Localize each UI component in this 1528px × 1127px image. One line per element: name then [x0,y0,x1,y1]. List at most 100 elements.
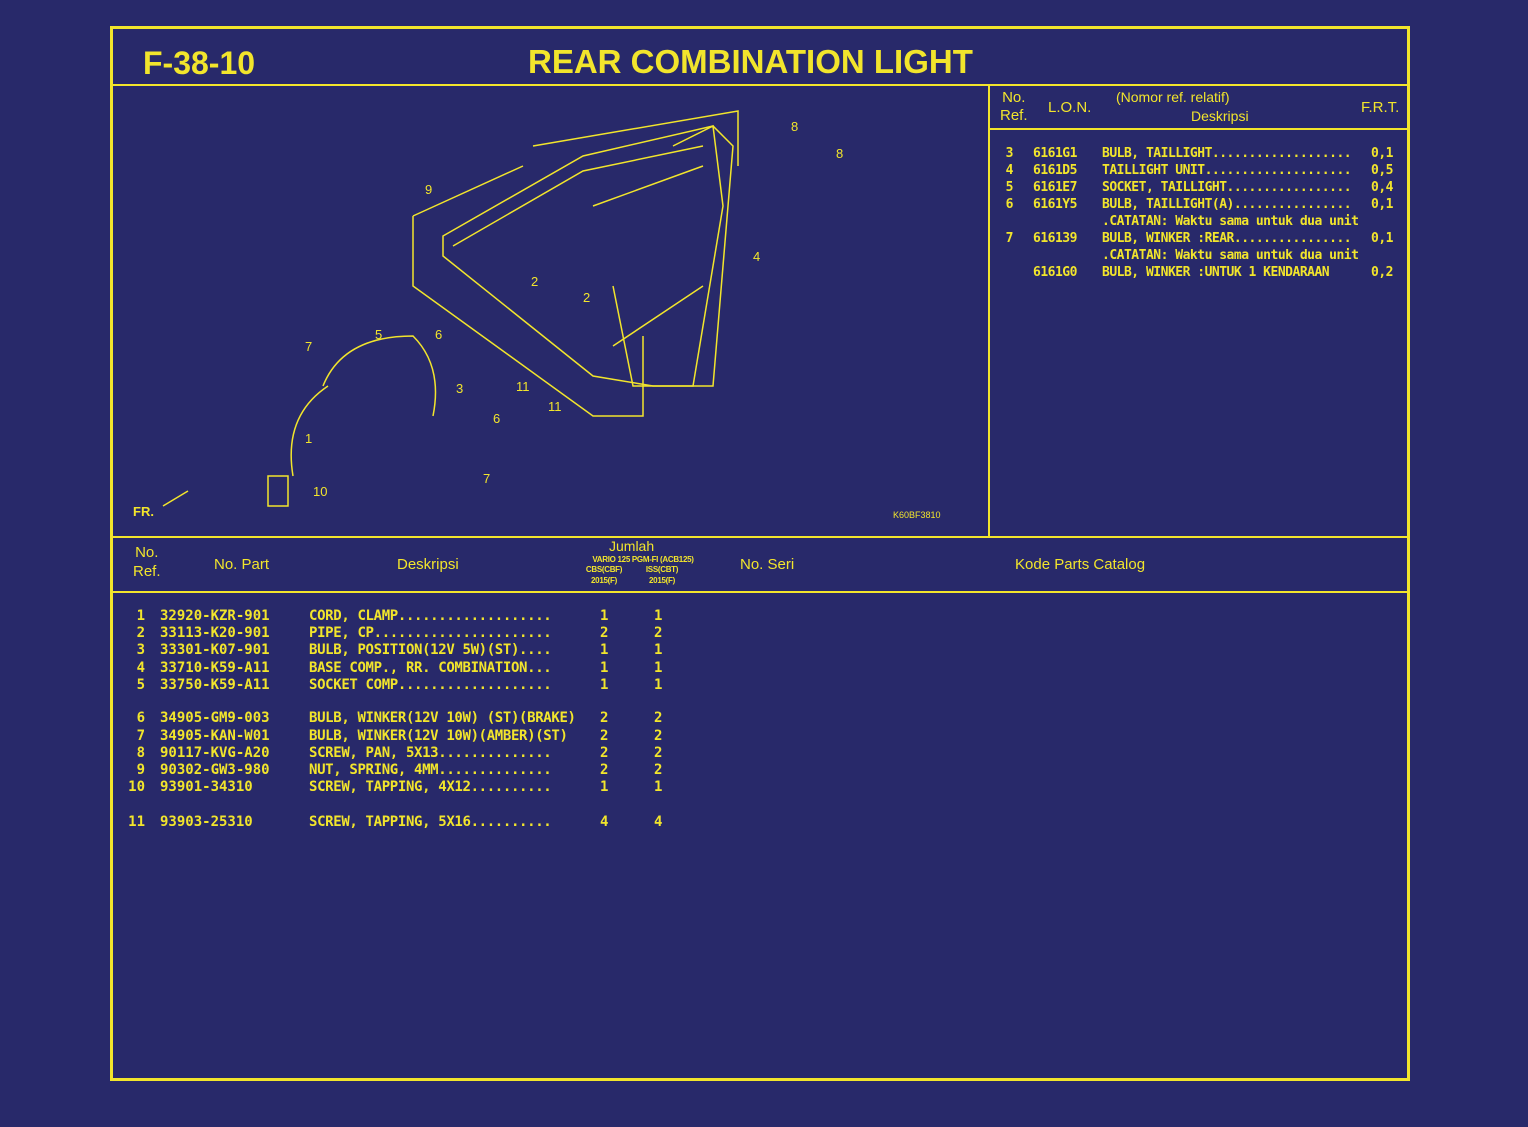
ref-number: 5 [136,677,145,693]
ref-number: 1 [136,608,145,624]
divider [988,128,1407,130]
quantity-cbs: 1 [600,779,609,795]
frt-value: 0,1 [1371,146,1393,161]
part-number: 33113-K20-901 [160,625,270,641]
header-deskripsi: Deskripsi [397,556,459,573]
callout: 7 [483,471,490,486]
part-number: 34905-KAN-W01 [160,728,270,744]
description: BULB, WINKER(12V 10W) (ST)(BRAKE) [309,710,576,726]
drawing-code: K60BF3810 [893,510,941,520]
callout: 2 [583,290,590,305]
header-ref: Ref. [1000,107,1028,124]
quantity-cbs: 2 [600,710,609,726]
callout: 7 [305,339,312,354]
ref-number: 6 [136,710,145,726]
quantity-iss: 1 [654,677,663,693]
description: SOCKET COMP................... [309,677,552,693]
part-number: 90302-GW3-980 [160,762,270,778]
frt-value: 0,2 [1371,265,1393,280]
quantity-cbs: 2 [600,762,609,778]
description: SCREW, TAPPING, 4X12.......... [309,779,552,795]
frt-value: 0,1 [1371,197,1393,212]
ref-number: 7 [1005,231,1014,246]
taillight-unit-drawing [162,110,739,507]
quantity-iss: 4 [654,814,663,830]
callout: 6 [493,411,500,426]
header-model: VARIO 125 PGM-FI (ACB125) [592,555,694,564]
callout: 10 [313,484,327,499]
ref-number: 2 [136,625,145,641]
part-number: 33750-K59-A11 [160,677,270,693]
header-variant-2: ISS(CBT) [645,565,679,574]
quantity-cbs: 1 [600,642,609,658]
ref-number: 3 [136,642,145,658]
description: NUT, SPRING, 4MM.............. [309,762,552,778]
header-no: No. [1002,89,1026,106]
figure-code: F-38-10 [143,45,256,81]
quantity-iss: 2 [654,745,663,761]
quantity-iss: 2 [654,728,663,744]
callout: 11 [548,399,562,414]
callout: 11 [516,379,530,394]
header-ref: Ref. [133,563,161,580]
ref-number: 10 [128,779,145,795]
description: BASE COMP., RR. COMBINATION... [309,660,552,676]
ref-number: 11 [128,814,145,830]
header-serial: No. Seri [740,556,795,573]
quantity-cbs: 2 [600,745,609,761]
description: BULB, WINKER(12V 10W)(AMBER)(ST) [309,728,568,744]
quantity-cbs: 2 [600,625,609,641]
part-number: 93903-25310 [160,814,253,830]
description: BULB, TAILLIGHT(A)................ [1102,197,1352,212]
quantity-iss: 1 [654,642,663,658]
lon-code: 6161G0 [1033,265,1077,280]
quantity-iss: 2 [654,625,663,641]
description: .CATATAN: Waktu sama untuk dua unit [1102,248,1359,263]
lon-code: 616139 [1033,231,1077,246]
ref-number: 4 [1005,163,1014,178]
callout: 9 [425,182,432,197]
ref-number: 7 [136,728,145,744]
callout: 6 [435,327,442,342]
page-title: REAR COMBINATION LIGHT [528,43,973,80]
header-part: No. Part [214,556,270,573]
description: SCREW, TAPPING, 5X16.......... [309,814,552,830]
callout: 2 [531,274,538,289]
lon-code: 6161Y5 [1033,197,1077,212]
quantity-iss: 1 [654,779,663,795]
ref-number: 5 [1005,180,1014,195]
divider [113,536,1407,538]
divider [988,84,990,537]
part-number: 33710-K59-A11 [160,660,270,676]
description: CORD, CLAMP................... [309,608,552,624]
callout: 8 [836,146,843,161]
parts-sheet: F-38-10 REAR COMBINATION LIGHT FR. 8 8 9… [110,26,1410,1081]
lon-code: 6161E7 [1033,180,1077,195]
quantity-iss: 2 [654,762,663,778]
quantity-cbs: 2 [600,728,609,744]
divider [113,591,1407,593]
callout: 8 [791,119,798,134]
header-year-2: 2015(F) [649,576,675,585]
quantity-iss: 1 [654,608,663,624]
divider [113,84,1407,86]
part-number: 33301-K07-901 [160,642,270,658]
ref-number: 8 [136,745,145,761]
part-number: 93901-34310 [160,779,253,795]
header-catalog: Kode Parts Catalog [1015,556,1146,573]
description: .CATATAN: Waktu sama untuk dua unit [1102,214,1359,229]
description: BULB, POSITION(12V 5W)(ST).... [309,642,552,658]
quantity-cbs: 1 [600,608,609,624]
quantity-iss: 2 [654,710,663,726]
header-variant-1: CBS(CBF) [585,565,623,574]
header-lon: L.O.N. [1048,99,1092,116]
callout: 4 [753,249,760,264]
description: SOCKET, TAILLIGHT................. [1102,180,1352,195]
callout: 5 [375,327,382,342]
part-number: 90117-KVG-A20 [160,745,270,761]
frt-value: 0,5 [1371,163,1393,178]
lon-code: 6161G1 [1033,146,1077,161]
description: BULB, WINKER :UNTUK 1 KENDARAAN [1102,265,1330,280]
description: BULB, WINKER :REAR................ [1102,231,1352,246]
header-jumlah: Jumlah [609,538,655,554]
